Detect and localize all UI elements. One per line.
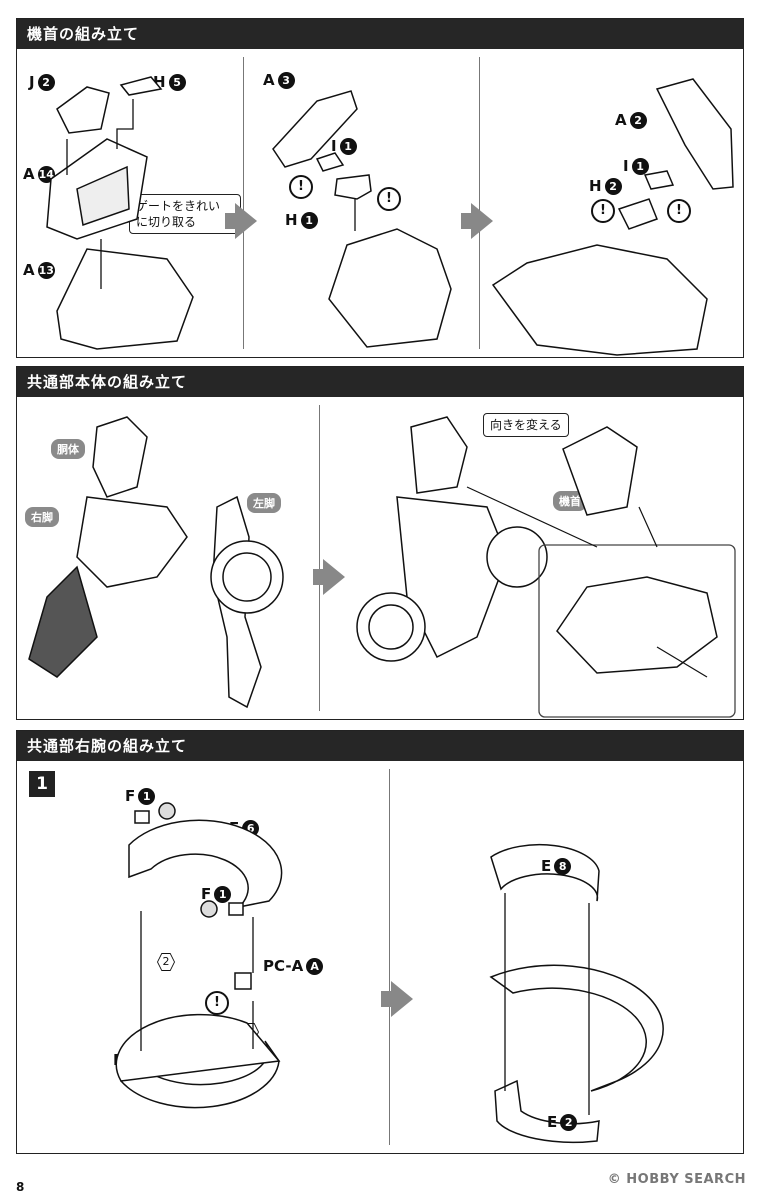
right-arm-ring-parts-drawing [115, 802, 664, 1144]
section-body: 1 F1 E6 F1 PC-AA E5 2 1 ! [17, 761, 743, 1153]
warning-icon: ! [667, 199, 691, 223]
next-arrow [381, 991, 391, 1007]
order-marker: 2 [157, 953, 175, 971]
section-common-body-assembly: 共通部本体の組み立て 胴体 右脚 左脚 機首 向きを変える [16, 366, 744, 720]
change-direction-callout: 向きを変える [483, 413, 569, 437]
section-body: 胴体 右脚 左脚 機首 向きを変える [17, 397, 743, 719]
right-leg-tag: 右脚 [25, 507, 59, 527]
torso-tag: 胴体 [51, 439, 85, 459]
watermark: © HOBBY SEARCH [607, 1172, 746, 1187]
next-arrow [461, 213, 471, 229]
next-arrow-head [235, 203, 257, 239]
next-arrow-head [471, 203, 493, 239]
section-common-right-arm-assembly: 共通部右腕の組み立て 1 F1 E6 F1 PC-AA E5 2 1 ! [16, 730, 744, 1154]
panel-divider [389, 769, 390, 1145]
page-number: 8 [16, 1180, 25, 1194]
section-title: 共通部右腕の組み立て [17, 731, 743, 761]
warning-icon: ! [591, 199, 615, 223]
panel1-parts-drawing [46, 76, 194, 350]
section-title: 共通部本体の組み立て [17, 367, 743, 397]
left-leg-tag: 左脚 [247, 493, 281, 513]
body-assembly-drawing [28, 416, 736, 718]
panel2-parts-drawing [272, 90, 452, 348]
warning-icon: ! [377, 187, 401, 211]
panel-divider [319, 405, 320, 711]
step-number: 1 [29, 771, 55, 797]
next-arrow-head [323, 559, 345, 595]
next-arrow [313, 569, 323, 585]
next-arrow [225, 213, 235, 229]
nose-tag: 機首 [553, 491, 587, 511]
warning-icon: ! [205, 991, 229, 1015]
next-arrow-head [391, 981, 413, 1017]
section-title: 機首の組み立て [17, 19, 743, 49]
panel3-parts-drawing [491, 78, 734, 356]
warning-icon: ! [289, 175, 313, 199]
